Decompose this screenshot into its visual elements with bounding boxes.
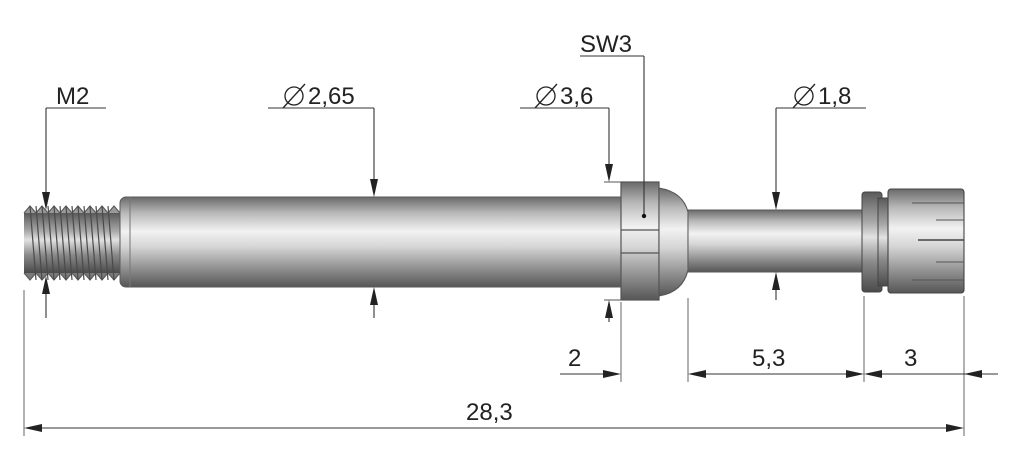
diameter-symbol-icon [282,83,306,109]
shaft-section [119,196,629,288]
diameter-symbol-icon [534,83,558,109]
dimension-diameter-shaft: 2,65 [268,83,378,318]
collet-head [861,188,965,294]
dimension-diameter-neck: 1,8 [772,83,866,300]
hex-collar [620,181,689,301]
thread-section [23,205,124,281]
dimension-wrench-size: SW3 [580,31,645,214]
diameter-neck-label: 1,8 [818,83,851,110]
len-neck-label: 5,3 [752,345,785,372]
dimension-thread: M2 [42,83,106,318]
neck-section [687,209,869,273]
dimension-length-hex: 2 [560,345,621,378]
pin-part [23,181,965,301]
diameter-shaft-label: 2,65 [308,83,355,110]
diameter-collar-label: 3,6 [560,83,593,110]
dimension-length-head: 3 [864,345,998,378]
dimension-length-total: 28,3 [24,399,964,432]
extension-lines [23,290,965,436]
len-total-label: 28,3 [466,399,513,426]
dimension-diameter-collar: 3,6 [520,83,621,322]
len-hex-label: 2 [568,345,581,372]
dimension-length-neck: 5,3 [688,345,864,378]
len-head-label: 3 [904,345,917,372]
thread-label: M2 [56,83,89,110]
diameter-symbol-icon [792,83,816,109]
wrench-size-label: SW3 [580,31,632,58]
